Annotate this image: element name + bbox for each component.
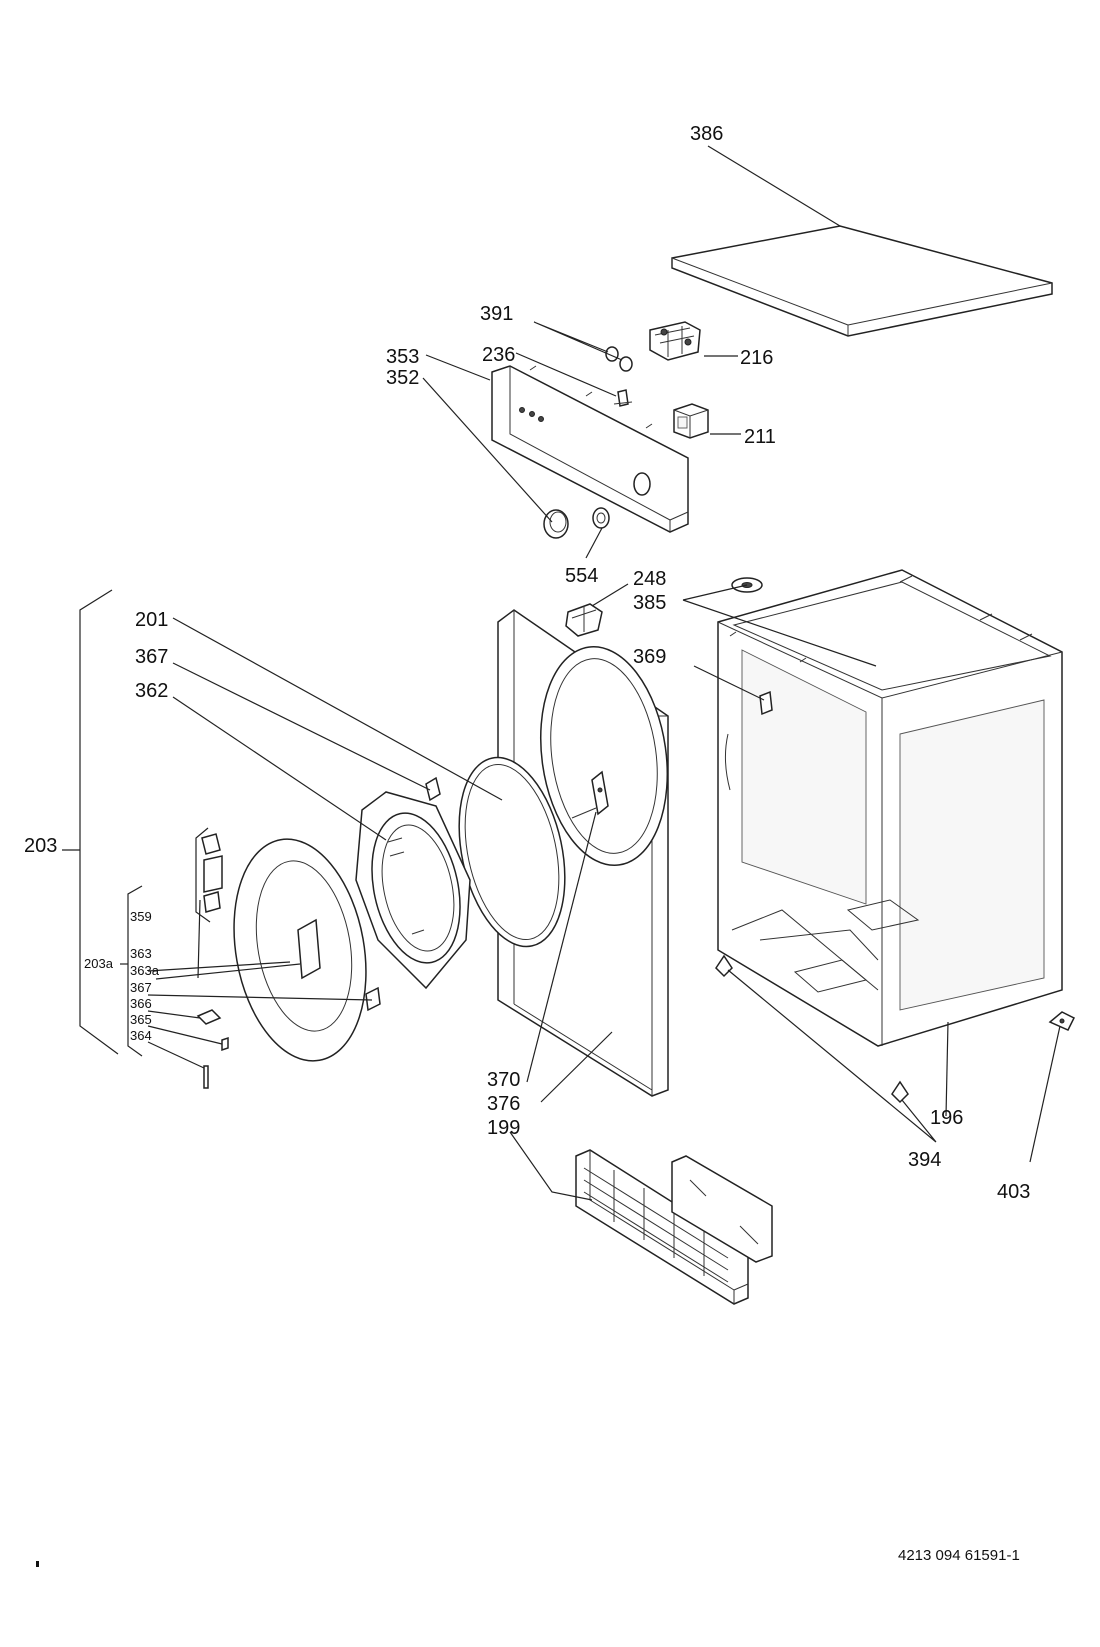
part-367-hinge-upper	[425, 776, 441, 802]
part-359-hinge	[201, 833, 223, 913]
part-366-catch	[196, 1009, 222, 1025]
callout-376: 376	[487, 1093, 520, 1115]
callout-359: 359	[130, 909, 152, 924]
part-248-door-lock	[565, 603, 603, 637]
callout-248: 248	[633, 568, 666, 590]
callout-403: 403	[997, 1181, 1030, 1203]
part-365-spring	[221, 1036, 229, 1052]
part-403-foot-cap	[1048, 1011, 1076, 1031]
bracket-359	[195, 827, 211, 923]
callout-391: 391	[480, 303, 513, 325]
callout-363: 363	[130, 946, 152, 961]
callout-554: 554	[565, 565, 598, 587]
callout-352: 352	[386, 367, 419, 389]
part-216-switch	[649, 321, 701, 361]
leader-lines	[147, 145, 1061, 1201]
callout-386: 386	[690, 123, 723, 145]
part-kickplate-filter-flap	[671, 1155, 773, 1263]
part-386-top-lid	[671, 225, 1053, 337]
callout-364: 364	[130, 1028, 152, 1043]
part-196-cabinet	[717, 569, 1063, 1047]
callout-365: 365	[130, 1012, 152, 1027]
part-394-foot-left	[715, 954, 733, 978]
callout-363a: 363a	[130, 963, 160, 978]
callout-367-lower: 367	[130, 980, 152, 995]
part-236-pin	[613, 389, 633, 407]
callout-203a: 203a	[84, 956, 114, 971]
callout-236: 236	[482, 344, 515, 366]
callout-196: 196	[930, 1107, 963, 1129]
callout-211: 211	[744, 426, 776, 448]
callout-370: 370	[487, 1069, 520, 1091]
document-number: 4213 094 61591-1	[898, 1547, 1020, 1564]
bracket-203a	[120, 885, 143, 1057]
part-367-hinge-lower	[365, 986, 381, 1012]
part-352-knob	[543, 509, 569, 539]
part-391-small-knobs	[605, 346, 633, 372]
scan-mark	[36, 1561, 39, 1567]
callout-216: 216	[740, 347, 773, 369]
bracket-203	[62, 589, 119, 1055]
part-394-foot-right	[891, 1080, 909, 1104]
callout-353: 353	[386, 346, 419, 368]
part-362-inner-door	[355, 791, 471, 990]
part-369-clip	[759, 690, 773, 716]
part-363-outer-door	[233, 838, 367, 1062]
callout-369: 369	[633, 646, 666, 668]
callout-366: 366	[130, 996, 152, 1011]
part-554-ring	[592, 507, 610, 529]
callout-394: 394	[908, 1149, 941, 1171]
callout-201: 201	[135, 609, 168, 631]
part-211-module	[673, 403, 709, 439]
part-353-control-panel	[491, 365, 689, 533]
part-364-pin	[203, 1065, 209, 1089]
callout-385: 385	[633, 592, 666, 614]
part-199-kickplate	[575, 1149, 749, 1305]
callout-367-upper: 367	[135, 646, 168, 668]
callout-362: 362	[135, 680, 168, 702]
part-376-front-panel	[497, 609, 669, 1097]
callout-199: 199	[487, 1117, 520, 1139]
part-201-door-seal	[458, 756, 566, 948]
callout-203: 203	[24, 835, 57, 857]
